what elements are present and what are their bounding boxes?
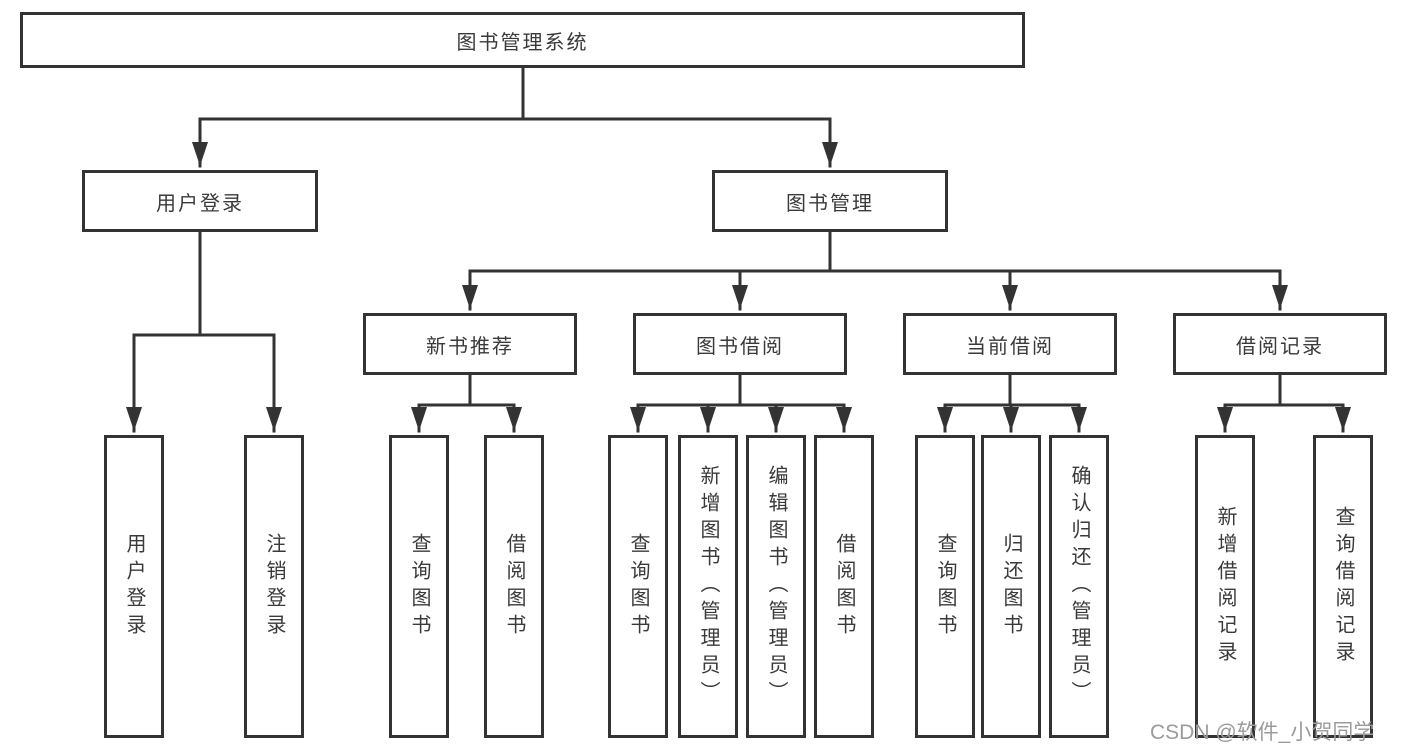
node-book-management: 图书管理 [712,170,948,232]
leaf-borrow-add-books-admin: 新增图书（管理员） [678,435,738,738]
connector-userlogin-to-leaves [126,230,282,433]
connector-borrow-to-leaves [630,373,852,433]
node-current-borrowing: 当前借阅 [903,313,1117,375]
leaf-user-login: 用户登录 [104,435,164,738]
connector-newbooks-to-leaves [411,373,522,433]
node-root-system: 图书管理系统 [20,12,1025,68]
leaf-borrow-edit-books-admin: 编辑图书（管理员） [746,435,806,738]
leaf-records-add-record: 新增借阅记录 [1195,435,1255,738]
leaf-newbooks-borrow-books: 借阅图书 [484,435,544,738]
node-borrowing-records: 借阅记录 [1173,313,1387,375]
node-user-login: 用户登录 [82,170,318,232]
leaf-current-query-books: 查询图书 [915,435,975,738]
connector-bookmgmt-to-level3 [462,230,1288,311]
leaf-logout: 注销登录 [244,435,304,738]
leaf-current-return-books: 归还图书 [981,435,1041,738]
csdn-watermark: CSDN @软件_小贺同学 [1150,721,1375,744]
leaf-newbooks-query-books: 查询图书 [389,435,449,738]
connector-root-to-level2 [192,66,838,168]
connector-current-to-leaves [937,373,1087,433]
leaf-borrow-borrow-books: 借阅图书 [814,435,874,738]
node-new-book-recommend: 新书推荐 [363,313,577,375]
leaf-borrow-query-books: 查询图书 [608,435,668,738]
leaf-current-confirm-return-admin: 确认归还（管理员） [1049,435,1109,738]
leaf-records-query-record: 查询借阅记录 [1313,435,1373,738]
node-book-borrowing: 图书借阅 [633,313,847,375]
connector-records-to-leaves [1217,373,1351,433]
